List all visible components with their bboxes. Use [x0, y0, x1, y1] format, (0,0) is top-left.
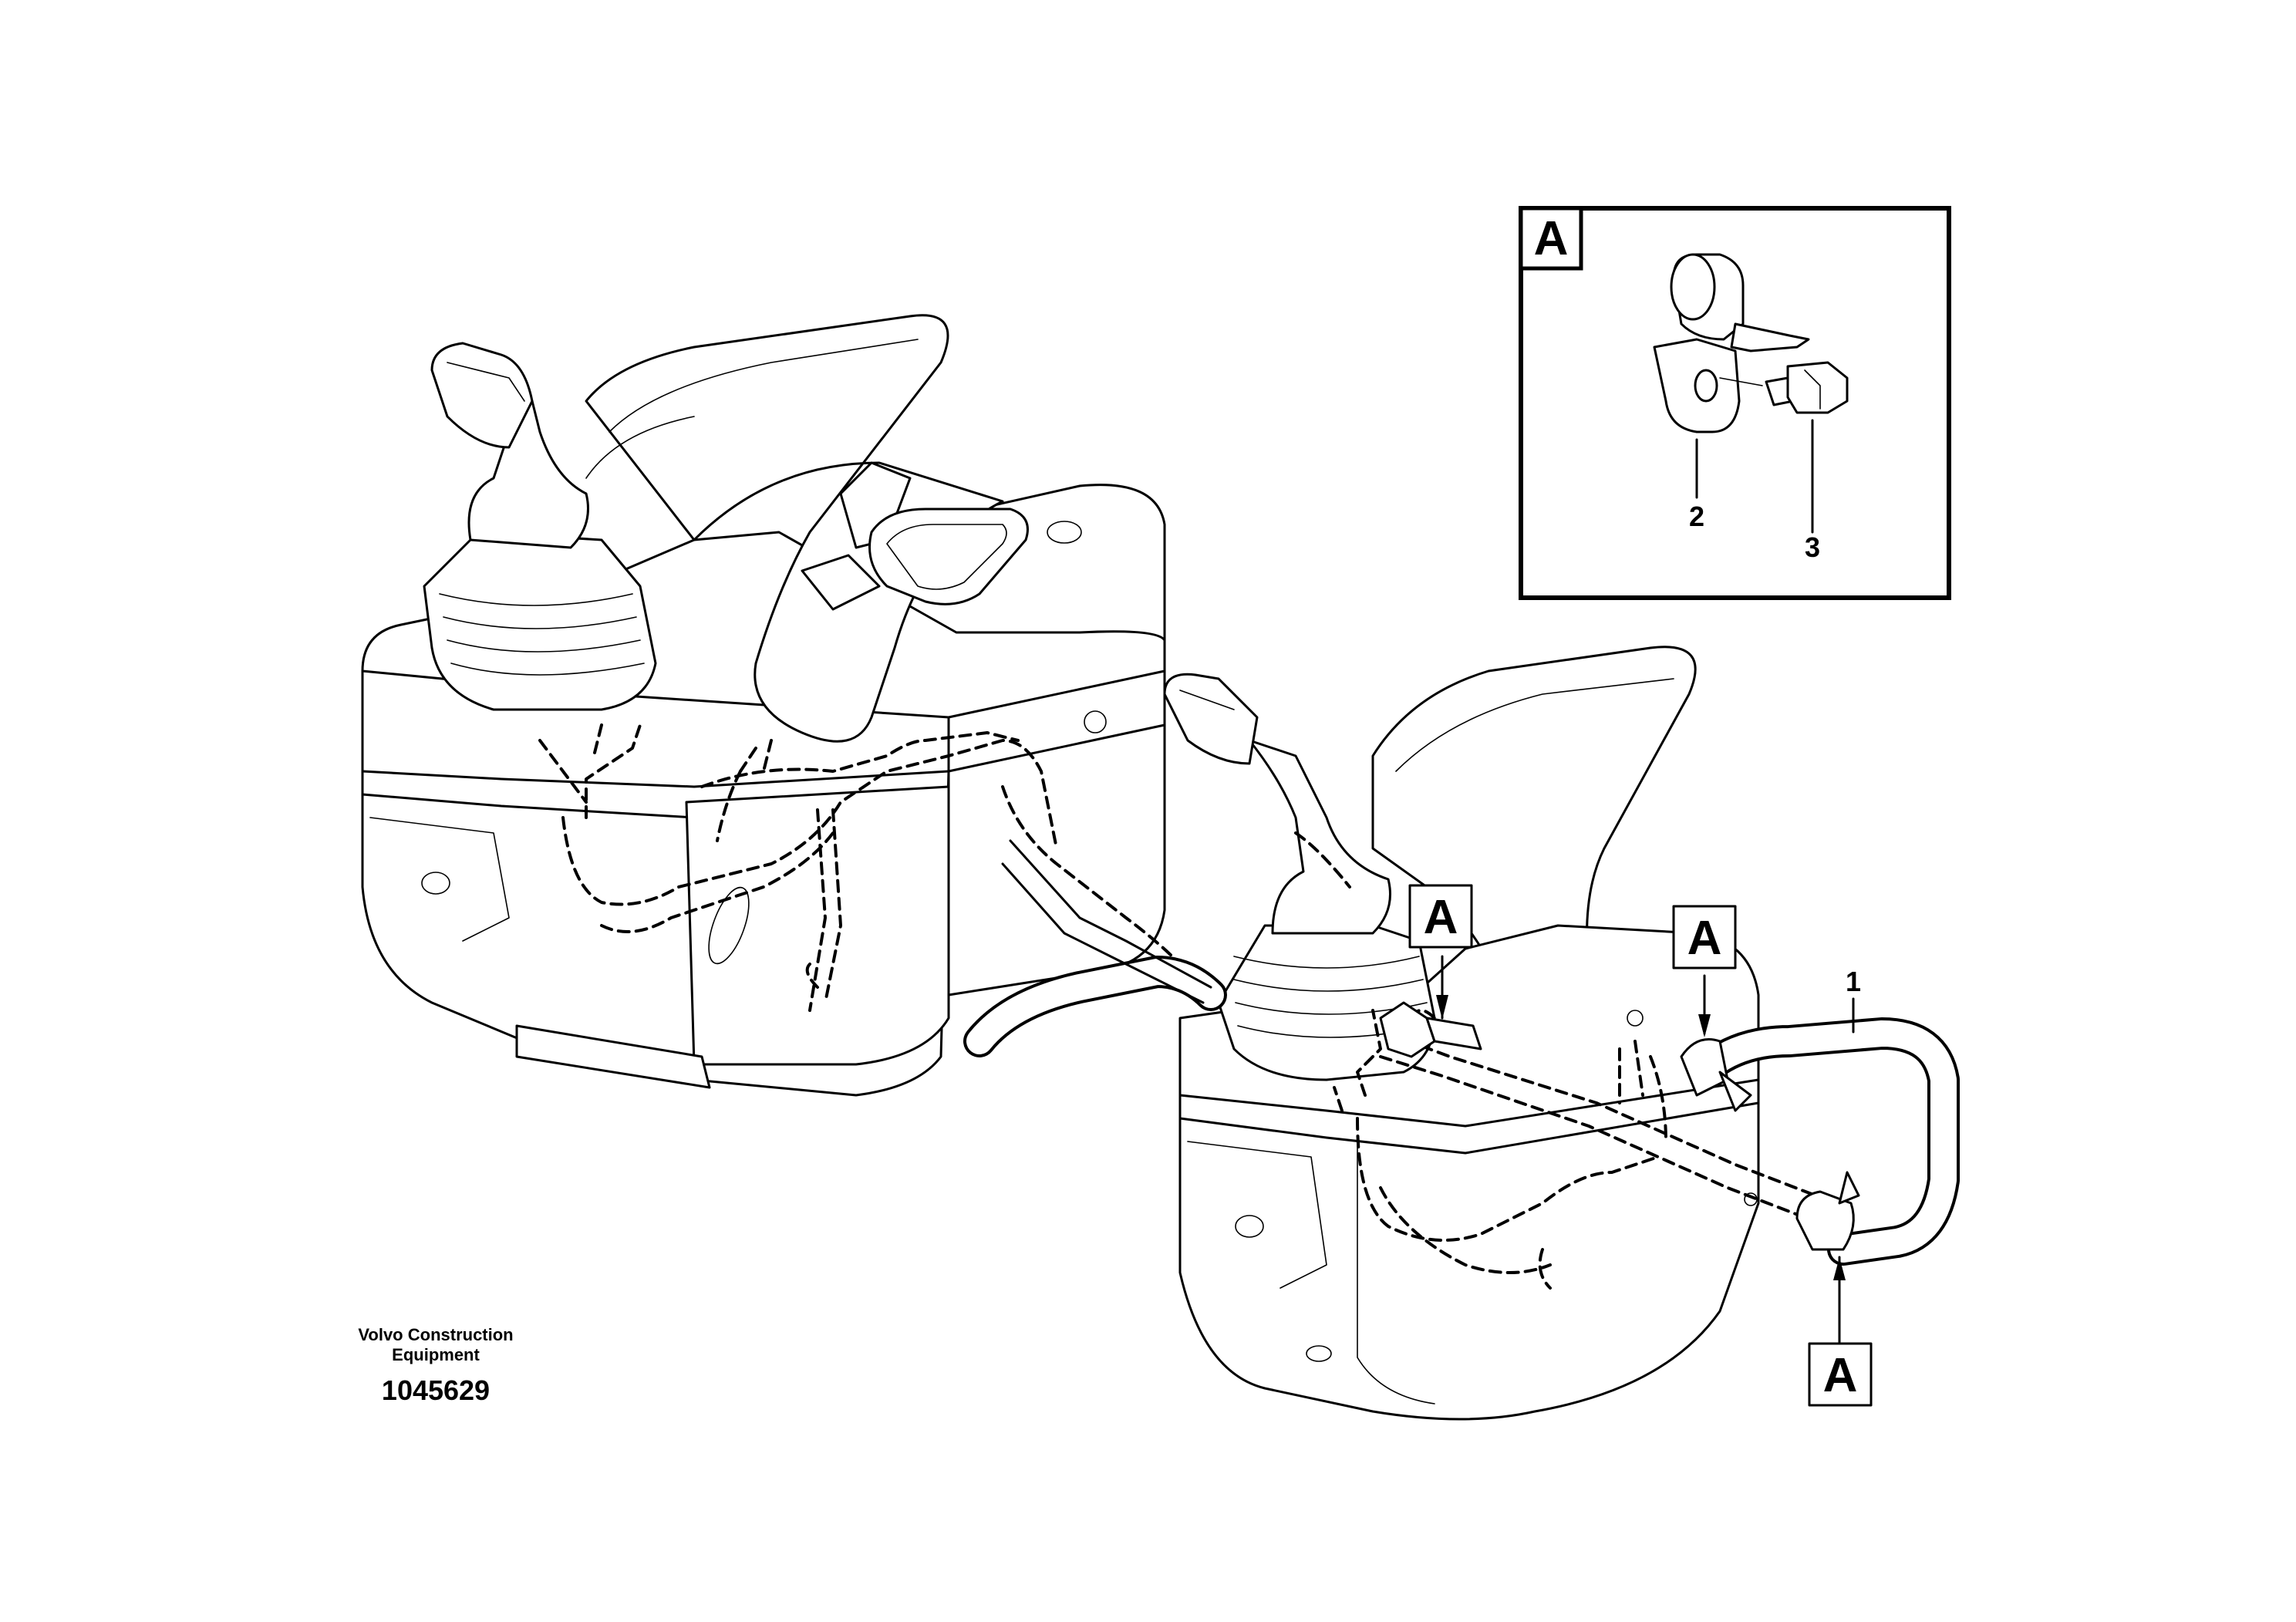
marker-a-middle — [1672, 905, 1737, 1037]
clamp-assembly-2 — [1680, 1038, 1752, 1112]
clamp-assembly-3 — [1795, 1171, 1860, 1251]
callout-number-3: 3 — [1805, 531, 1820, 563]
detail-a-inset-label: A — [1534, 212, 1569, 265]
footer-company-line1: Volvo Construction — [358, 1325, 513, 1344]
footer-company-line2: Equipment — [392, 1345, 480, 1364]
wiring-harness-dashed — [538, 723, 1837, 1290]
marker-a-middle-label: A — [1687, 912, 1722, 965]
marker-a-bottom-label: A — [1823, 1349, 1858, 1402]
callout-number-1: 1 — [1846, 966, 1861, 997]
clamp-assembly-1 — [1379, 1001, 1482, 1058]
footer-drawing-number: 1045629 — [382, 1374, 490, 1406]
marker-a-left-label: A — [1424, 891, 1458, 944]
marker-a-bottom — [1808, 1256, 1873, 1407]
callout-number-2: 2 — [1689, 501, 1704, 532]
marker-a-left — [1408, 884, 1473, 1020]
left-control-console — [361, 314, 1166, 1097]
hose-assembly — [963, 839, 1960, 1266]
detail-a-inset — [1519, 206, 1951, 600]
